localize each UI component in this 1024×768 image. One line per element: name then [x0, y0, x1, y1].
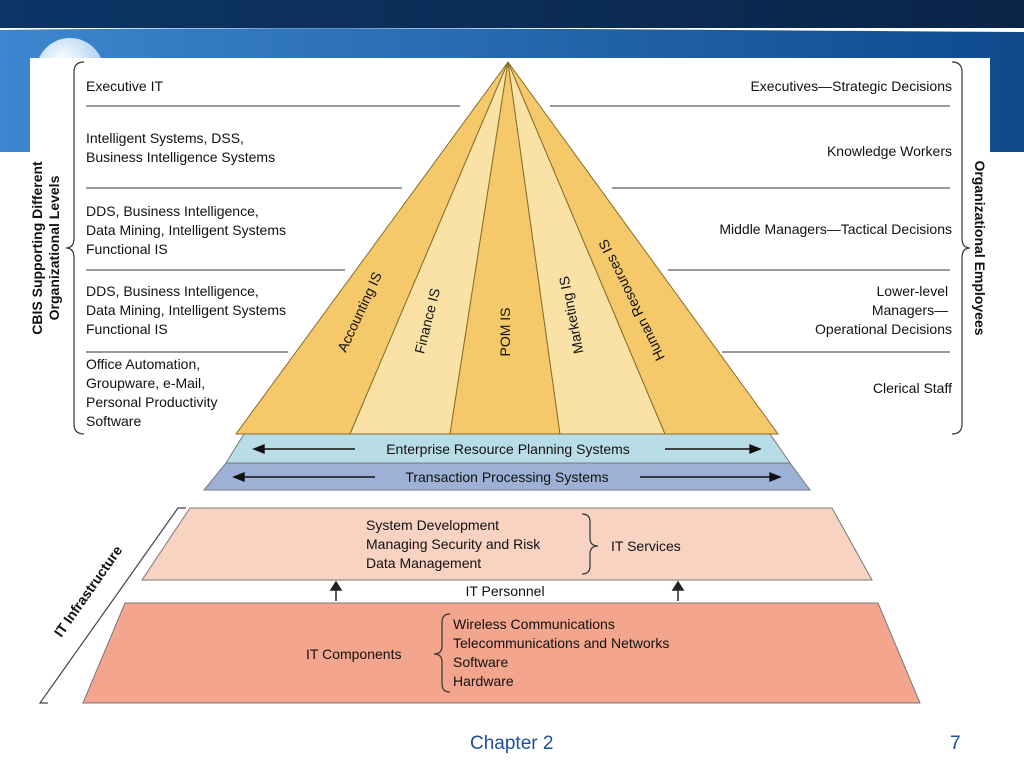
- employee-level-1: Executives—Strategic Decisions: [750, 78, 952, 94]
- cbis-level-5: Office Automation, Groupware, e-Mail, Pe…: [86, 356, 221, 429]
- left-axis-title-line2: Organizational Levels: [46, 175, 62, 320]
- header-bar: [0, 0, 1024, 28]
- it-services-label: IT Services: [611, 538, 681, 554]
- functional-area-pom: POM IS: [497, 307, 513, 356]
- it-components-box: [82, 602, 921, 704]
- it-personnel-label: IT Personnel: [465, 583, 544, 599]
- cbis-level-2: Intelligent Systems, DSS, Business Intel…: [86, 130, 275, 165]
- pyramid-slice-hr: [507, 61, 779, 435]
- right-brace: [951, 61, 971, 435]
- it-components-label: IT Components: [306, 646, 401, 662]
- left-axis-title-line1: CBIS Supporting Different: [29, 161, 45, 335]
- it-services-box: [141, 507, 873, 581]
- employee-level-2: Knowledge Workers: [827, 143, 952, 159]
- page-number: 7: [950, 733, 961, 754]
- employee-level-4: Lower-level Managers— Operational Decisi…: [815, 283, 952, 337]
- tps-band: [202, 462, 811, 491]
- tps-arrows: [232, 471, 782, 483]
- infrastructure-bracket: [38, 507, 186, 704]
- employee-level-5: Clerical Staff: [873, 380, 952, 396]
- it-personnel-arrows: [329, 580, 685, 601]
- footer-chapter: Chapter 2: [470, 733, 554, 754]
- cbis-level-3: DDS, Business Intelligence, Data Mining,…: [86, 203, 290, 257]
- right-axis-title: Organizational Employees: [972, 160, 988, 335]
- level-separators: [86, 105, 950, 353]
- it-services-items: System Development Managing Security and…: [366, 517, 544, 571]
- it-components-items: Wireless Communications Telecommunicatio…: [453, 616, 673, 689]
- erp-label: Enterprise Resource Planning Systems: [386, 441, 630, 457]
- left-brace: [65, 61, 85, 435]
- it-components-brace: [433, 613, 451, 693]
- it-services-brace: [581, 513, 599, 575]
- cbis-level-1: Executive IT: [86, 78, 163, 94]
- cbis-level-4: DDS, Business Intelligence, Data Mining,…: [86, 283, 290, 337]
- employee-level-3: Middle Managers—Tactical Decisions: [719, 221, 952, 237]
- tps-label: Transaction Processing Systems: [405, 469, 608, 485]
- erp-arrows: [252, 443, 762, 455]
